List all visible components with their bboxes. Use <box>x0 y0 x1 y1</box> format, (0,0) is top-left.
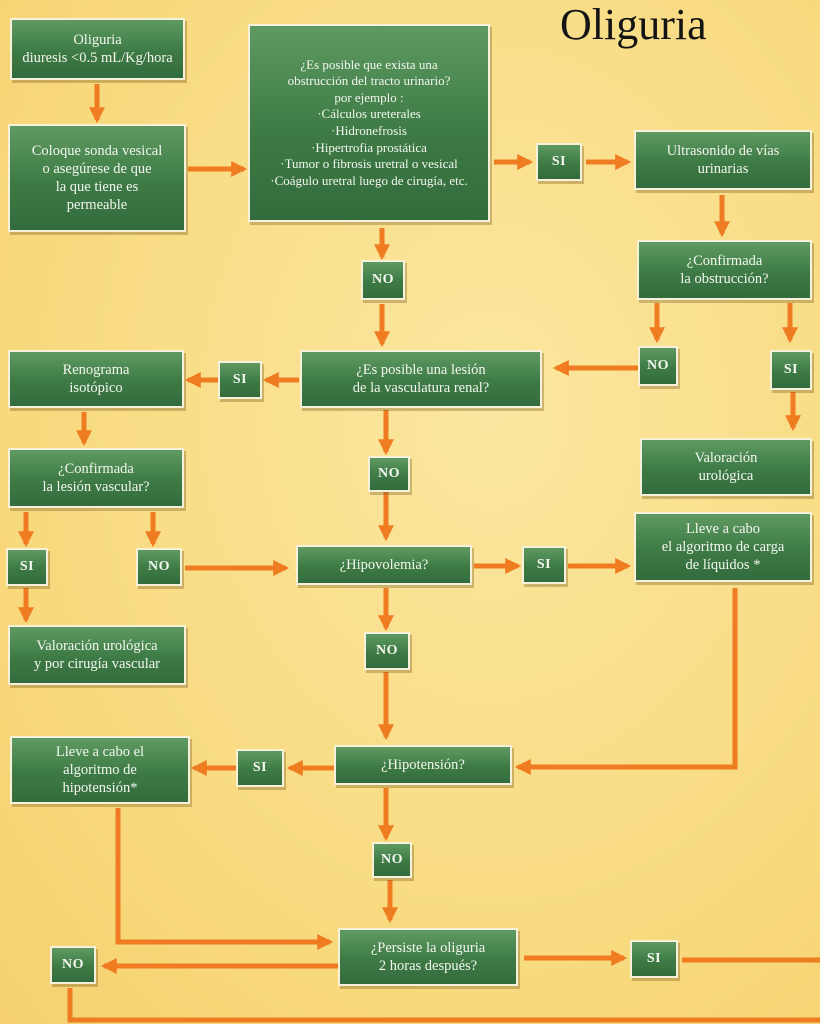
si-label-hipovolemia: SI <box>522 546 566 584</box>
box-text-line: de la vasculatura renal? <box>352 380 490 396</box>
box-text-line: Valoración urológica <box>36 637 158 654</box>
box-text-line: hipotensión* <box>62 780 138 797</box>
valoracion-urologica-box: Valoración urológica <box>640 438 812 496</box>
box-text-line: ¿Es posible que exista una <box>300 56 438 72</box>
box-text-line: ·Hidronefrosis <box>331 123 407 138</box>
no-label-obstruccion: NO <box>361 260 405 300</box>
confirmada-lesion-vascular-box: ¿Confirmada la lesión vascular? <box>8 448 184 508</box>
box-text-line: ·Tumor o fibrosis uretral o vesical <box>280 156 458 172</box>
no-label-confirmada-lesion: NO <box>136 548 182 586</box>
si-label-confirmada-lesion: SI <box>6 548 48 586</box>
si-label-persiste: SI <box>630 940 678 978</box>
box-text-line: 2 horas después? <box>378 958 478 974</box>
box-text-line: ·Coágulo uretral luego de cirugía, etc. <box>270 172 468 188</box>
box-text-line: ¿Hipotensión? <box>381 756 465 773</box>
si-label-obstruccion: SI <box>536 143 582 181</box>
renograma-box: Renograma isotópico <box>8 350 184 408</box>
oliguria-definition-box: Oliguria diuresis <0.5 mL/Kg/hora <box>10 18 185 80</box>
lesion-vascular-question-box: ¿Es posible una lesión de la vasculatura … <box>300 350 542 408</box>
si-label-confirmada-obstruccion: SI <box>770 350 812 390</box>
box-text-line: ¿Confirmada <box>686 252 763 269</box>
confirmada-obstruccion-box: ¿Confirmada la obstrucción? <box>637 240 812 300</box>
no-label-lesion-vascular: NO <box>368 456 410 492</box>
box-text-line: permeable <box>66 197 128 214</box>
si-label-hipotension: SI <box>236 749 284 787</box>
box-text-line: por ejemplo : <box>334 89 404 105</box>
box-text-line: isotópico <box>69 380 123 396</box>
box-text-line: urológica <box>698 468 754 484</box>
box-text-line: algoritmo de <box>63 761 137 778</box>
ultrasonido-box: Ultrasonido de vías urinarias <box>634 130 812 190</box>
no-label-persiste: NO <box>50 946 96 984</box>
box-text-line: y por cirugía vascular <box>33 656 161 672</box>
box-text-line: ¿Confirmada <box>58 460 134 477</box>
box-text-line: el algoritmo de carga <box>661 538 785 555</box>
box-text-line: de líquidos * <box>685 557 761 574</box>
box-text-line: ·Hipertrofia prostática <box>311 139 427 155</box>
box-text-line: o asegúrese de que <box>42 160 152 177</box>
valoracion-urologica-vascular-box: Valoración urológica y por cirugía vascul… <box>8 625 186 685</box>
no-label-confirmada-obstruccion: NO <box>638 346 678 386</box>
box-text-line: Renograma <box>62 361 130 378</box>
hipovolemia-question-box: ¿Hipovolemia? <box>296 545 472 585</box>
no-label-hipovolemia: NO <box>364 632 410 670</box>
box-text-line: ¿Hipovolemia? <box>339 556 429 573</box>
box-text-line: la lesión vascular? <box>42 479 150 495</box>
box-text-line: obstrucción del tracto urinario? <box>287 73 451 89</box>
box-text-line: urinarias <box>697 161 749 177</box>
box-text-line: la obstrucción? <box>680 271 769 287</box>
persiste-oliguria-question-box: ¿Persiste la oliguria 2 horas después? <box>338 928 518 986</box>
box-text-line: ¿Persiste la oliguria <box>370 939 486 956</box>
box-text-line: Valoración <box>694 449 758 466</box>
box-text-line: Coloque sonda vesical <box>31 142 163 159</box>
box-text-line: la que tiene es <box>55 179 139 195</box>
box-text-line: diuresis <0.5 mL/Kg/hora <box>22 50 173 66</box>
si-label-lesion-vascular: SI <box>218 361 262 399</box>
box-text-line: Lleve a cabo <box>685 520 761 537</box>
box-text-line: ·Cálculos ureterales <box>317 106 421 122</box>
hipotension-question-box: ¿Hipotensión? <box>334 745 512 785</box>
box-text-line: Lleve a cabo el <box>55 743 145 760</box>
no-label-hipotension: NO <box>372 842 412 878</box>
box-text-line: ¿Es posible una lesión <box>356 361 486 378</box>
box-text-line: Ultrasonido de vías <box>666 142 780 159</box>
diagram-title: Oliguria <box>560 0 707 49</box>
box-text-line: Oliguria <box>73 31 122 48</box>
